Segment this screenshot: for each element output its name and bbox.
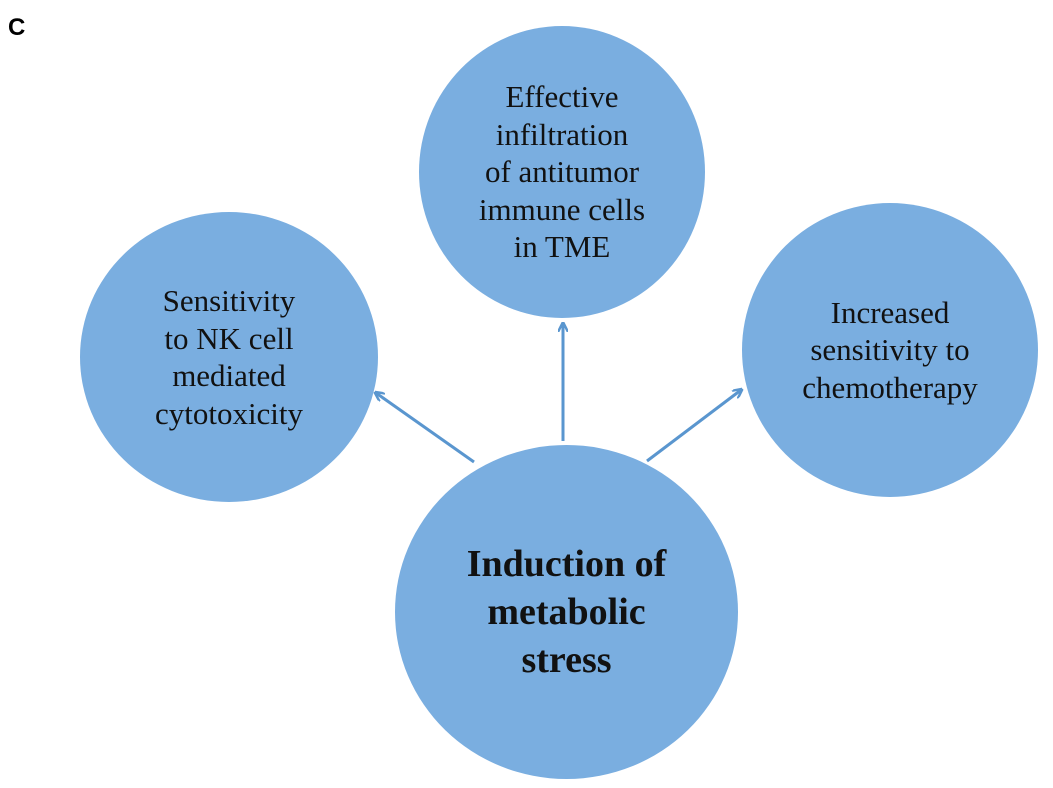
node-metabolic-stress: Induction of metabolic stress xyxy=(395,445,738,779)
arrow-to-right xyxy=(646,390,741,463)
arrow-to-left xyxy=(376,393,475,464)
node-chemo-sensitivity-label: Increased sensitivity to chemotherapy xyxy=(802,294,978,405)
node-chemo-sensitivity: Increased sensitivity to chemotherapy xyxy=(742,203,1038,497)
node-nk-sensitivity: Sensitivity to NK cell mediated cytotoxi… xyxy=(80,212,378,502)
node-immune-infiltration-label: Effective infiltration of antitumor immu… xyxy=(478,79,646,265)
node-nk-sensitivity-label: Sensitivity to NK cell mediated cytotoxi… xyxy=(154,283,304,431)
node-immune-infiltration: Effective infiltration of antitumor immu… xyxy=(419,26,705,318)
panel-label: C xyxy=(8,14,26,41)
node-metabolic-stress-label: Induction of metabolic stress xyxy=(466,542,667,682)
